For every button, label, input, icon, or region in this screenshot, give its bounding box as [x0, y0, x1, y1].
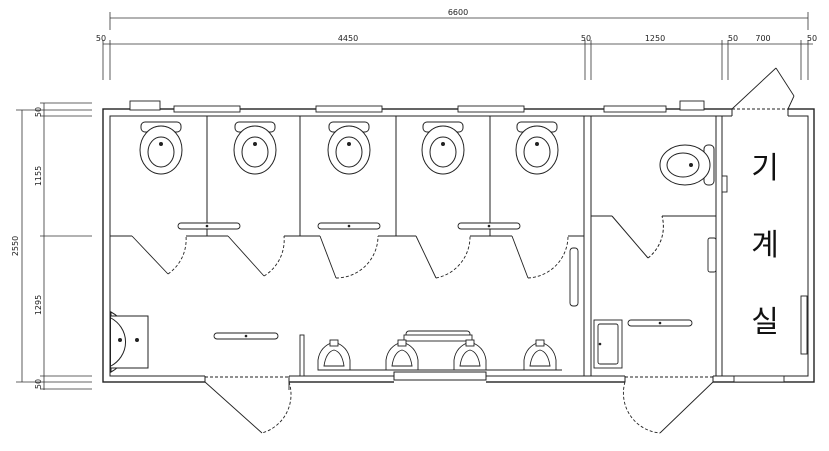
toilet-1	[139, 121, 183, 175]
left-dimension-labels: 2550 50 1155 1295 50	[11, 107, 43, 389]
urinal-3	[453, 339, 487, 371]
urinal-area	[299, 334, 562, 377]
toilet-5	[515, 121, 559, 175]
grab-bars	[213, 247, 579, 340]
staff-room-partition	[591, 215, 716, 259]
top-dimensions	[102, 12, 813, 80]
urinals	[317, 339, 557, 371]
left-dimensions	[16, 102, 92, 390]
dim-depth-4: 50	[34, 379, 43, 389]
dim-seg-2: 4450	[338, 34, 358, 43]
urinal-2	[385, 339, 419, 371]
stall-partitions	[110, 116, 584, 237]
staff-room-door	[622, 376, 714, 434]
machine-room-label: 기 계 실	[751, 151, 779, 340]
machine-room-char-3: 실	[751, 305, 779, 340]
machine-room-char-2: 계	[751, 228, 779, 263]
dim-total-width: 6600	[448, 8, 468, 17]
machine-room-door	[731, 67, 795, 110]
urinal-4	[523, 339, 557, 371]
dim-seg-1: 50	[96, 34, 106, 43]
dim-seg-3: 50	[581, 34, 591, 43]
stall-doors	[131, 235, 569, 279]
staff-room-fixtures	[593, 175, 728, 369]
machine-room-char-1: 기	[751, 151, 779, 186]
partition-walls	[583, 115, 723, 377]
dim-seg-5: 50	[728, 34, 738, 43]
dim-seg-6: 700	[755, 34, 770, 43]
dim-depth-2: 1155	[34, 166, 43, 186]
top-dimension-labels: 6600 50 4450 50 1250 50 700 50	[96, 8, 817, 43]
staff-toilet	[659, 144, 715, 186]
door-openings	[205, 103, 788, 385]
dim-depth-1: 50	[34, 107, 43, 117]
dim-depth-3: 1295	[34, 295, 43, 315]
top-windows	[129, 100, 705, 113]
wash-basin	[110, 311, 149, 373]
dim-seg-4: 1250	[645, 34, 665, 43]
toilet-3	[327, 121, 371, 175]
dim-seg-7: 50	[807, 34, 817, 43]
toilets	[139, 121, 559, 175]
urinal-1	[317, 339, 351, 371]
main-entrance-door	[204, 376, 292, 434]
machine-room-fixtures	[733, 295, 808, 383]
toilet-2	[233, 121, 277, 175]
toilet-4	[421, 121, 465, 175]
dim-total-depth: 2550	[11, 236, 20, 256]
